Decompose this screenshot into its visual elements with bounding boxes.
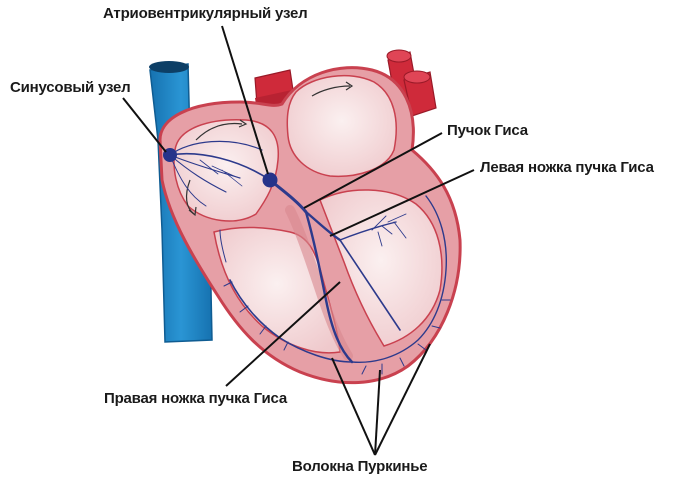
- label-sinus-node: Синусовый узел: [10, 79, 131, 96]
- label-right-bundle-branch: Правая ножка пучка Гиса: [104, 390, 287, 407]
- av-node-dot: [262, 172, 278, 188]
- left-ventricle: [319, 189, 443, 347]
- septum: [285, 205, 353, 361]
- label-av-node: Атриовентрикулярный узел: [103, 5, 308, 22]
- flow-arrows: [185, 81, 354, 217]
- label-purkinje-fibers: Волокна Пуркинье: [292, 458, 428, 475]
- left-atrium: [286, 74, 397, 178]
- label-bundle-of-his: Пучок Гиса: [447, 122, 528, 139]
- leader-lines: [122, 25, 475, 456]
- label-left-bundle-branch: Левая ножка пучка Гиса: [480, 159, 654, 176]
